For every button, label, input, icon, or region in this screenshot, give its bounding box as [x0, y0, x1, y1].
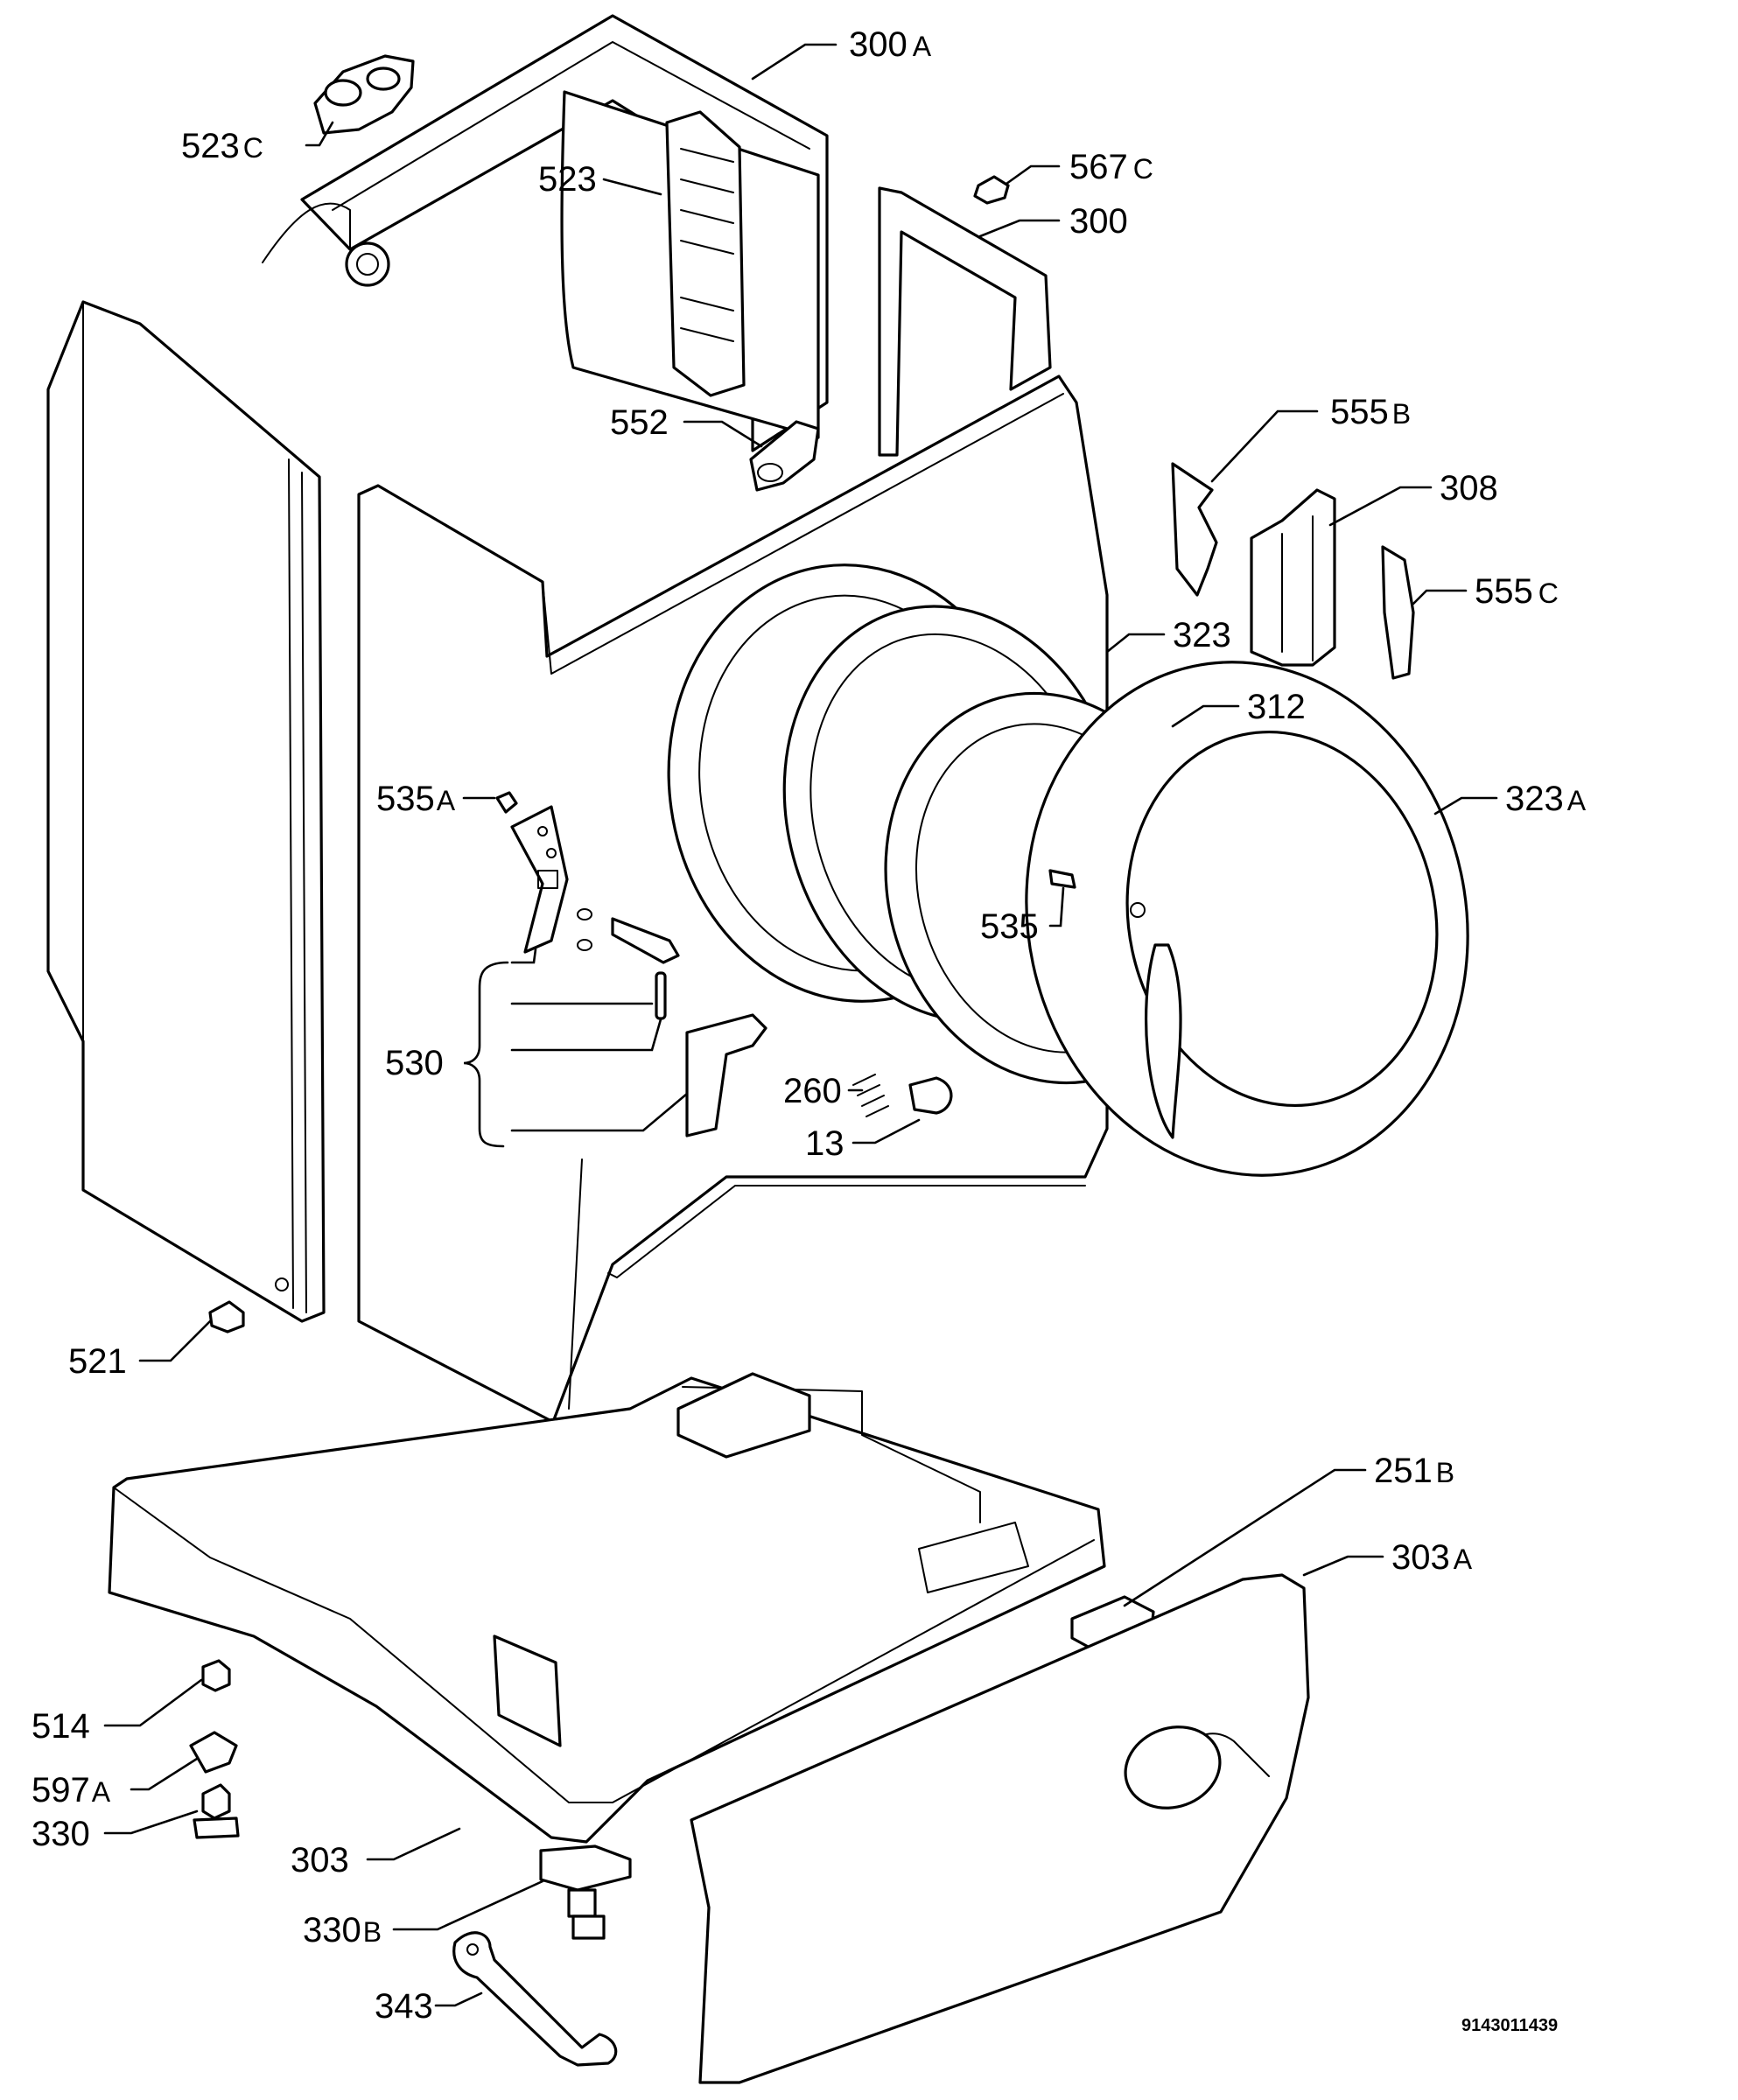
callout-300: 300 — [1069, 202, 1128, 241]
part-lock-assembly-530 — [510, 805, 767, 1138]
part-base-frame-303 — [108, 1372, 1106, 1844]
callout-260: 260 — [783, 1072, 842, 1110]
part-left-side-panel — [46, 300, 326, 1323]
callout-323: 323 — [1173, 616, 1231, 654]
callout-308: 308 — [1440, 469, 1498, 508]
part-foot-330b — [539, 1844, 632, 1940]
callout-530: 530 — [385, 1044, 444, 1082]
callout-521: 521 — [68, 1342, 127, 1381]
callout-535: 535 — [980, 907, 1039, 946]
callout-330b: 330B — [303, 1911, 382, 1950]
part-spring-260 — [852, 1074, 889, 1117]
part-cover-555c — [1381, 545, 1415, 680]
callout-535a: 535A — [376, 780, 456, 818]
part-outer-door-323a — [1025, 661, 1469, 1177]
callout-514: 514 — [32, 1707, 90, 1746]
callout-13: 13 — [805, 1124, 844, 1163]
part-wrench-343 — [452, 1931, 618, 2067]
part-bracket-523 — [665, 110, 746, 397]
part-frame-300 — [878, 186, 1052, 457]
part-plunger-13 — [908, 1076, 953, 1115]
part-screw-521 — [208, 1300, 245, 1334]
part-clip-552 — [749, 420, 820, 492]
callout-552: 552 — [610, 403, 669, 442]
callout-523: 523 — [538, 160, 597, 199]
part-clip-567c — [973, 175, 1010, 205]
part-screw-514 — [201, 1659, 231, 1692]
part-foot-330 — [193, 1783, 240, 1839]
part-pin-535 — [1048, 869, 1076, 889]
part-cover-555b — [1171, 462, 1218, 597]
part-cap-535a — [495, 791, 518, 814]
part-kick-panel-303a — [690, 1573, 1310, 2084]
part-nut-597a — [189, 1731, 238, 1774]
part-clip-523c — [313, 54, 415, 135]
callout-303: 303 — [291, 1841, 349, 1880]
callout-312: 312 — [1247, 688, 1306, 726]
leader-lines — [103, 43, 1498, 2007]
part-hinge-308 — [1250, 488, 1336, 667]
callout-343: 343 — [375, 1987, 433, 2026]
callout-597a: 597A — [32, 1771, 111, 1810]
drawing-number: 9143011439 — [1461, 2016, 1558, 2035]
callout-330: 330 — [32, 1815, 90, 1853]
